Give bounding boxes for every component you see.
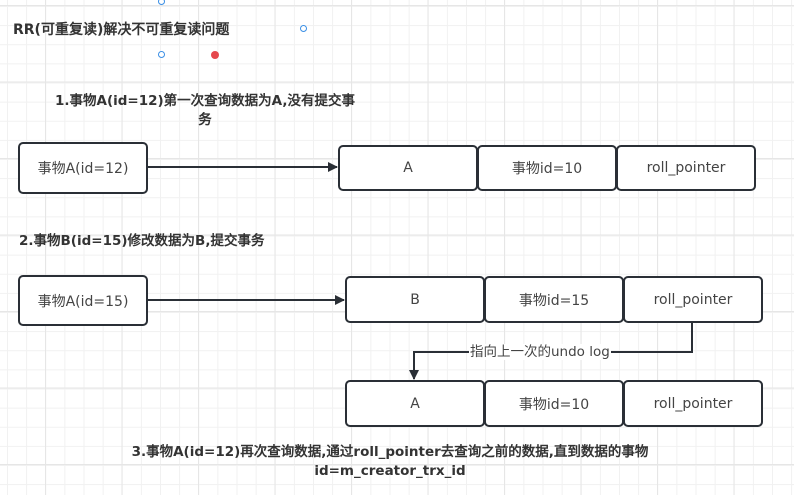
transaction-box-row2[interactable]: 事物A(id=15) (18, 275, 148, 326)
step-1-line-2: 务 (198, 112, 212, 128)
undo-log-edge-label[interactable]: 指向上一次的undo log (469, 344, 611, 360)
step-3-line-2: id=m_creator_trx_id (314, 463, 466, 479)
step-3-caption: 3.事物A(id=12)再次查询数据,通过roll_pointer去查询之前的数… (80, 443, 700, 481)
record-trxid-row3[interactable]: 事物id=10 (484, 380, 624, 427)
step-3-line-1: 3.事物A(id=12)再次查询数据,通过roll_pointer去查询之前的数… (131, 444, 649, 460)
selection-handle-right[interactable] (300, 25, 307, 32)
record-trxid-row2[interactable]: 事物id=15 (484, 276, 624, 323)
record-value-row1[interactable]: A (338, 145, 478, 191)
step-1-line-1: 1.事物A(id=12)第一次查询数据为A,没有提交事 (54, 93, 356, 109)
record-value-row2[interactable]: B (345, 276, 485, 323)
record-rollpointer-row1[interactable]: roll_pointer (616, 145, 756, 191)
record-value-row3[interactable]: A (345, 380, 485, 427)
selection-handle-top[interactable] (158, 0, 165, 5)
transaction-box-row1[interactable]: 事物A(id=12) (18, 142, 148, 194)
record-rollpointer-row3[interactable]: roll_pointer (623, 380, 763, 427)
diagram-title[interactable]: RR(可重复读)解决不可重复读问题 (13, 22, 230, 38)
record-rollpointer-row2[interactable]: roll_pointer (623, 276, 763, 323)
selection-handle-bottom[interactable] (158, 51, 165, 58)
record-trxid-row1[interactable]: 事物id=10 (477, 145, 617, 191)
step-2-caption: 2.事物B(id=15)修改数据为B,提交事务 (19, 233, 265, 249)
step-1-caption: 1.事物A(id=12)第一次查询数据为A,没有提交事 务 (20, 92, 390, 130)
rotation-handle[interactable] (211, 51, 219, 59)
